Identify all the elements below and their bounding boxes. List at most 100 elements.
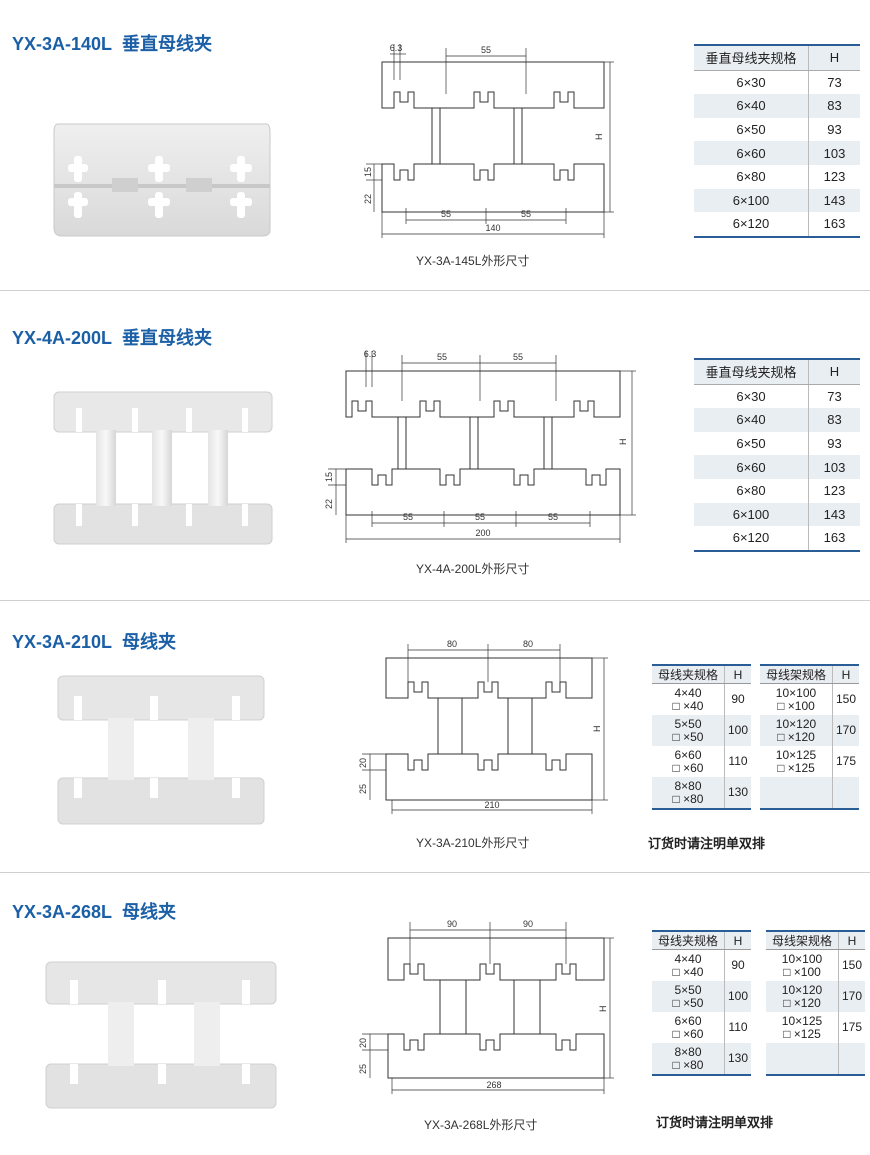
dim-label: 55 [403,512,413,522]
dim-label: 55 [513,352,523,362]
product-photo-4 [45,961,277,1109]
table-header: 母线夹规格 [652,931,725,950]
dimension-drawing-4: 90 90 268 H 20 25 [358,919,614,1094]
dim-label: 55 [437,352,447,362]
section-3-title: YX-3A-210L 母线夹 [12,628,176,654]
table-header: 母线架规格 [760,665,833,684]
table-header: 母线架规格 [766,931,839,950]
section-divider [0,290,870,291]
section-4-title: YX-3A-268L 母线夹 [12,898,176,924]
table-header: H [724,665,751,684]
product-photo-1 [53,123,271,237]
table-header: H [808,45,860,71]
dim-label: 55 [441,209,451,219]
table-row [760,777,859,809]
dim-label: 55 [521,209,531,219]
dim-label: 210 [484,800,499,810]
dim-label: 80 [523,639,533,649]
dim-label: 22 [324,499,334,509]
dimension-drawing-2: 6.3 55 55 55 55 55 200 H 15 22 [324,349,636,543]
order-note: 订货时请注明单双排 [656,1115,774,1130]
dim-label: 25 [358,784,368,794]
dim-label: H [592,726,602,733]
drawing-caption: YX-3A-145L外形尺寸 [416,254,530,268]
dim-label: H [618,439,628,446]
dim-label: 25 [358,1064,368,1074]
dim-label: 20 [358,758,368,768]
section-1-title: YX-3A-140L 垂直母线夹 [12,30,212,56]
section-divider [0,600,870,601]
product-name: 母线夹 [122,632,177,652]
table-header: 垂直母线夹规格 [694,359,809,385]
table-header: 垂直母线夹规格 [694,45,809,71]
product-photo-3 [57,675,265,825]
dim-label: 90 [447,919,457,929]
dim-label: 200 [475,528,490,538]
dim-label: 140 [485,223,500,233]
dim-label: 20 [358,1038,368,1048]
model-code: YX-4A-200L [12,328,113,348]
product-photo-2 [53,391,273,545]
model-code: YX-3A-268L [12,902,113,922]
section-divider [0,872,870,873]
dim-label: 55 [475,512,485,522]
dim-label: 268 [486,1080,501,1090]
dim-label: 55 [481,45,491,55]
model-code: YX-3A-210L [12,632,113,652]
dim-label: H [598,1006,608,1013]
dim-label: H [594,134,604,141]
product-name: 母线夹 [122,902,177,922]
table-header: H [838,931,865,950]
dim-label: 15 [324,472,334,482]
section-2-title: YX-4A-200L 垂直母线夹 [12,324,212,350]
product-name: 垂直母线夹 [122,34,213,54]
table-header: H [724,931,751,950]
dimension-drawing-1: 6.3 55 55 55 140 H 15 22 [363,43,614,238]
dim-label: 55 [548,512,558,522]
dim-label: 80 [447,639,457,649]
dim-label: 22 [363,194,373,204]
product-name: 垂直母线夹 [122,328,213,348]
drawing-caption: YX-3A-210L外形尺寸 [416,836,530,850]
table-header: H [808,359,860,385]
dim-label: 6.3 [364,349,377,359]
dimension-drawing-3: 80 80 210 H 20 25 [358,639,608,814]
dim-label: 15 [363,167,373,177]
dim-label: 90 [523,919,533,929]
table-header: 母线夹规格 [652,665,725,684]
dim-label: 6.3 [390,43,403,53]
model-code: YX-3A-140L [12,34,113,54]
